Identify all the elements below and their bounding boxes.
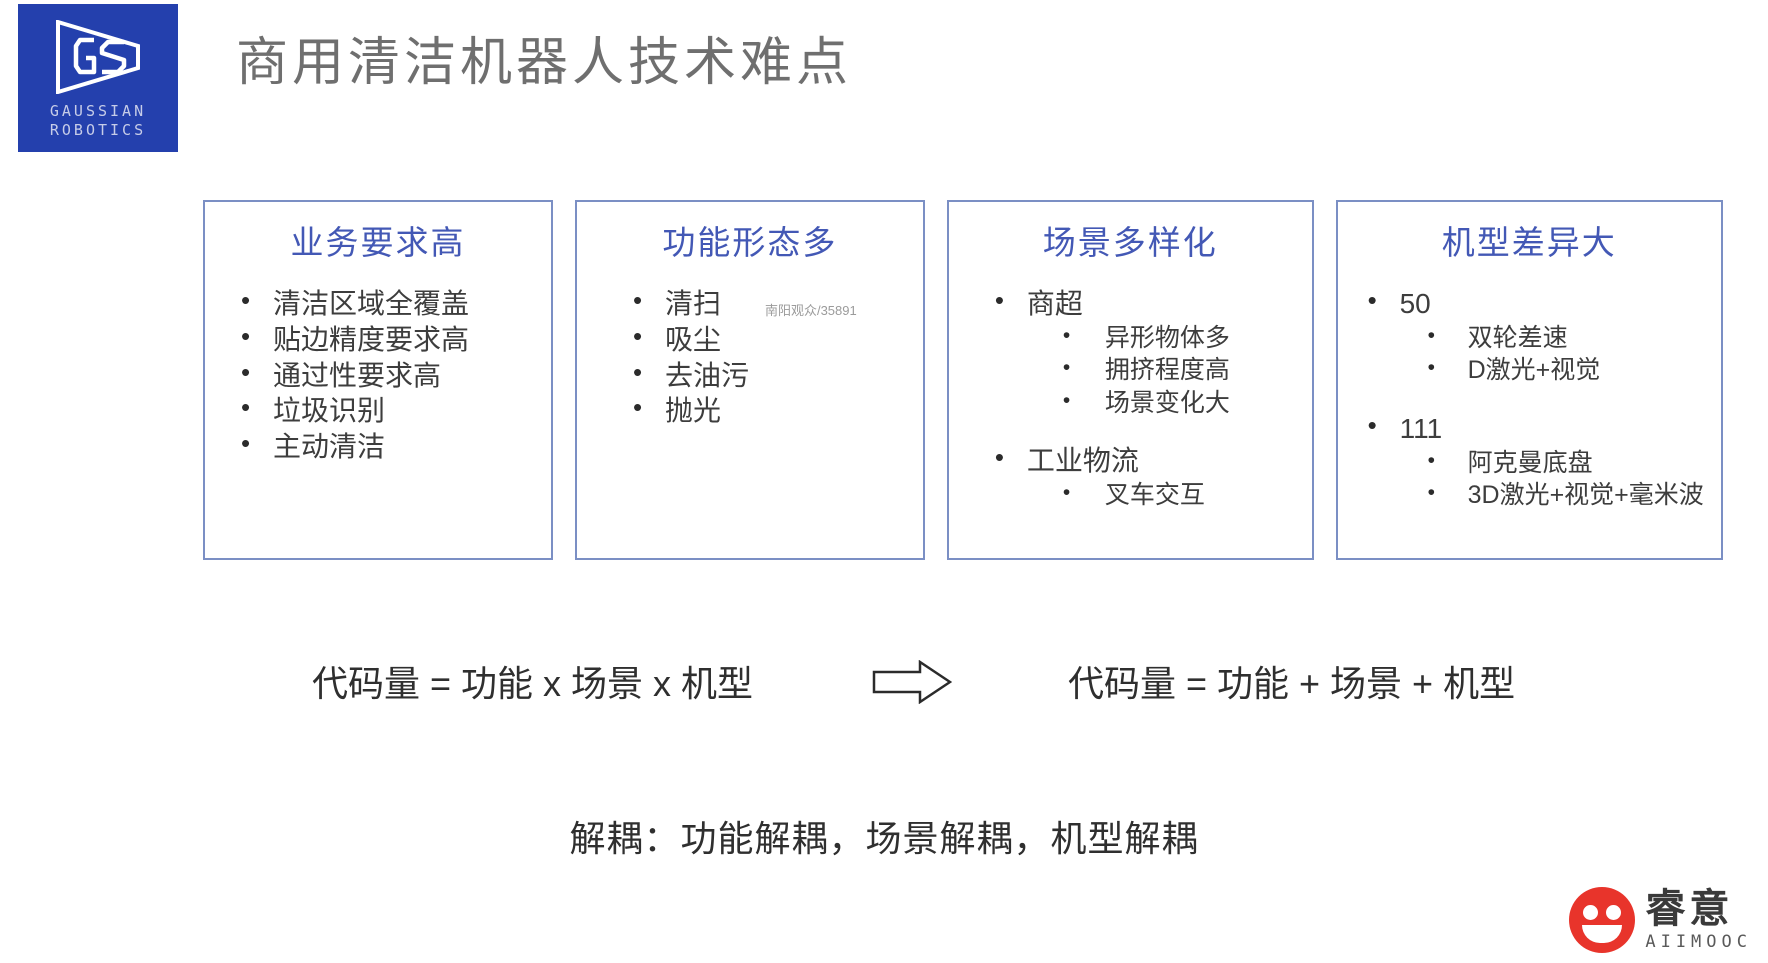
list-item-sub: 异形物体多 (987, 322, 1302, 355)
logo-wordmark-secondary: ROBOTICS (49, 121, 147, 139)
watermark-text: 南阳观众/35891 (764, 303, 857, 318)
formula-before: 代码量 = 功能 x 场景 x 机型 (312, 663, 754, 704)
gaussian-robotics-logo: GAUSSIAN ROBOTICS (18, 4, 178, 152)
card-function-forms: 功能形态多 清扫 吸尘 去油污 抛光 南阳观众/35891 (574, 200, 925, 560)
right-arrow-icon (872, 660, 952, 704)
list-item: 50 (1360, 284, 1711, 322)
list-item: 抛光 (625, 391, 913, 429)
list-item-sub: 叉车交互 (987, 479, 1302, 512)
list-item: 垃圾识别 (233, 391, 541, 429)
list-item-sub: D激光+视觉 (1360, 354, 1711, 387)
smiley-face-icon (1569, 887, 1636, 953)
list-item: 111 (1360, 409, 1711, 447)
card-title: 场景多样化 (1042, 224, 1218, 261)
list-item: 清扫 (625, 284, 913, 322)
list-item-sub: 双轮差速 (1360, 322, 1711, 355)
list-item: 吸尘 (625, 320, 913, 358)
list-item-sub: 拥挤程度高 (987, 354, 1302, 387)
card-title: 功能形态多 (662, 224, 838, 261)
card-bullet-list: 清洁区域全覆盖 贴边精度要求高 通过性要求高 垃圾识别 主动清洁 (233, 284, 541, 465)
list-item: 贴边精度要求高 (233, 320, 541, 358)
smiley-eye-right (1606, 905, 1622, 920)
conclusion-text: 解耦：功能解耦，场景解耦，机型解耦 (569, 818, 1199, 859)
card-scenario-diversity: 场景多样化 商超 异形物体多 拥挤程度高 场景变化大 工业物流 叉车交互 (946, 200, 1314, 560)
card-bullet-list: 50 双轮差速 D激光+视觉 111 阿克曼底盘 3D激光+视觉+毫米波 (1360, 284, 1711, 512)
card-title: 机型差异大 (1441, 224, 1617, 261)
card-bullet-list: 商超 异形物体多 拥挤程度高 场景变化大 工业物流 叉车交互 (987, 284, 1302, 512)
smiley-mouth (1582, 925, 1623, 943)
list-item: 去油污 (625, 356, 913, 394)
brand-name-en: AIIMOOC (1645, 932, 1752, 952)
list-item-sub: 阿克曼底盘 (1360, 447, 1711, 480)
list-item: 主动清洁 (233, 427, 541, 465)
list-item: 清洁区域全覆盖 (233, 284, 541, 322)
list-item: 通过性要求高 (233, 356, 541, 394)
brand-name-cn: 睿意 (1645, 887, 1734, 931)
card-title: 业务要求高 (290, 224, 466, 261)
gs-mark-icon (56, 20, 140, 94)
formula-row: 代码量 = 功能 x 场景 x 机型 代码量 = 功能 + 场景 + 机型 (0, 655, 1768, 715)
card-model-variance: 机型差异大 50 双轮差速 D激光+视觉 111 阿克曼底盘 3D激光+视觉+毫… (1335, 200, 1723, 560)
list-item: 商超 (987, 284, 1302, 322)
brand-text-block: 睿意 AIIMOOC (1645, 889, 1752, 951)
logo-wordmark-primary: GAUSSIAN (49, 102, 147, 120)
list-item-sub: 场景变化大 (987, 387, 1302, 420)
card-business-requirements: 业务要求高 清洁区域全覆盖 贴边精度要求高 通过性要求高 垃圾识别 主动清洁 (203, 200, 553, 560)
list-item: 工业物流 (987, 441, 1302, 479)
formula-after: 代码量 = 功能 + 场景 + 机型 (1068, 663, 1516, 704)
card-bullet-list: 清扫 吸尘 去油污 抛光 (625, 284, 913, 429)
list-item-sub: 3D激光+视觉+毫米波 (1360, 479, 1711, 512)
smiley-eye-left (1583, 905, 1599, 920)
aiimooc-brand: 睿意 AIIMOOC (1569, 887, 1752, 953)
topic-card-row: 业务要求高 清洁区域全覆盖 贴边精度要求高 通过性要求高 垃圾识别 主动清洁 功… (203, 200, 1723, 560)
page-title: 商用清洁机器人技术难点 (236, 34, 853, 92)
